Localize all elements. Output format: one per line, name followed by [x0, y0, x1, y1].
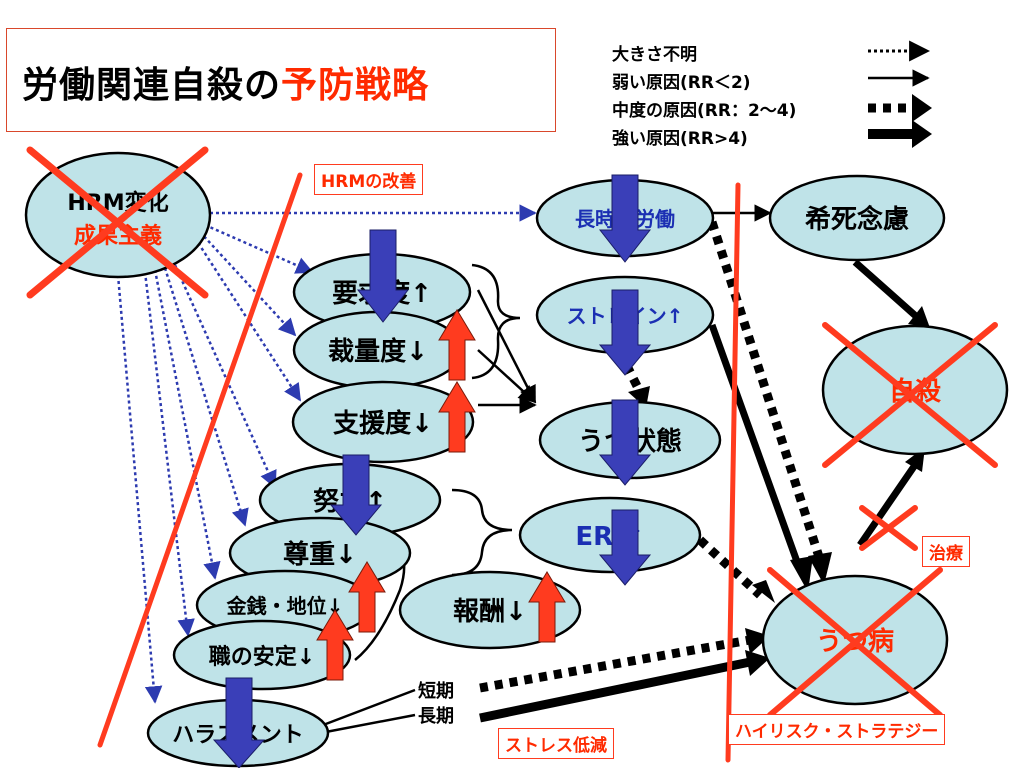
treatment-box: 治療	[922, 536, 970, 567]
job-security-label: 職の安定↓	[209, 644, 315, 670]
page-title: 労働関連自殺の予防戦略	[22, 56, 429, 108]
down-arrows	[212, 174, 652, 768]
title-box	[6, 28, 556, 132]
hrm-improvement-box: HRMの改善	[314, 164, 424, 195]
reward-label: 報酬↓	[453, 597, 527, 627]
suicidal-ideation-node	[768, 174, 946, 262]
legend-unknown-label: 大きさ不明	[612, 45, 697, 65]
ellipse-nodes	[24, 151, 1009, 768]
hrm-improvement-line	[97, 172, 303, 748]
depression-cross-b	[767, 567, 943, 718]
legend-thick-head	[912, 120, 932, 148]
suicide-cross-b	[822, 322, 998, 468]
legend-samples	[868, 40, 932, 148]
short-term-label: 短期	[418, 680, 454, 702]
high-risk-line	[725, 182, 741, 763]
title-highlight: 予防戦略	[281, 65, 430, 106]
support-node	[291, 380, 475, 464]
legend-strong-label: 強い原因(RR>4)	[612, 129, 748, 149]
control-label: 裁量度↓	[328, 336, 428, 367]
suicidal-label: 希死念慮	[805, 204, 909, 235]
esteem-label: 尊重↓	[283, 539, 357, 570]
red-marks	[26, 146, 998, 763]
title-main: 労働関連自殺の	[22, 65, 282, 106]
hrm-dotted-arrows	[116, 204, 537, 704]
stress-reduction-box: ストレス低減	[498, 728, 614, 759]
reward-node	[398, 570, 582, 650]
job-security-node	[172, 619, 352, 691]
up-arrows	[316, 309, 566, 681]
thick-arrows	[479, 259, 930, 723]
legend-medium-label: 中度の原因(RR：2～4)	[612, 101, 797, 121]
money-label: 金銭・地位↓	[226, 594, 344, 618]
treatment-cross-b	[859, 505, 918, 551]
legend-dashed-head	[912, 94, 932, 122]
thin-connectors	[309, 204, 772, 737]
hrm-cross-b	[26, 146, 209, 299]
eri-node	[518, 496, 702, 574]
support-label: 支援度↓	[333, 408, 433, 439]
high-risk-box: ハイリスク・ストラテジー	[728, 714, 946, 745]
legend-weak-label: 弱い原因(RR＜2)	[612, 73, 751, 93]
long-term-label: 長期	[418, 706, 454, 727]
